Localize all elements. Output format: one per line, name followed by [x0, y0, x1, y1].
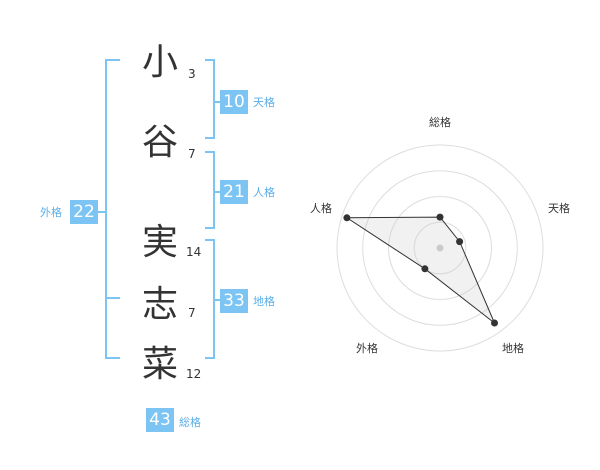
tenkaku-bracket	[205, 59, 215, 139]
radar-axis-label-3: 地格	[502, 342, 524, 355]
radar-point-1	[436, 213, 444, 221]
name-char-1: 小	[141, 42, 178, 83]
radar-center	[436, 244, 444, 252]
soukaku-value: 43	[146, 408, 174, 432]
radar-point-3	[491, 319, 498, 327]
stroke-count-3: 14	[186, 245, 202, 259]
radar-polygon	[345, 216, 495, 324]
jinkaku-label: 人格	[253, 186, 275, 199]
radar-axis-label-1: 総格	[429, 116, 451, 129]
radar-axis-label-4: 外格	[356, 342, 378, 355]
radar-ring	[413, 221, 467, 275]
jinkaku-value: 21	[220, 180, 248, 204]
outer-bracket	[105, 59, 120, 359]
radar-point-2	[456, 238, 464, 246]
stroke-count-5: 12	[186, 367, 202, 381]
stroke-count-2: 7	[188, 147, 196, 161]
name-char-3: 実	[141, 222, 178, 263]
radar-ring	[362, 170, 518, 326]
chikaku-value: 33	[220, 289, 248, 313]
radar-ring	[336, 144, 544, 352]
radar-ring	[388, 196, 492, 300]
jinkaku-bracket	[205, 151, 215, 229]
radar-axis-label-5: 人格	[310, 202, 332, 215]
gaikaku-value: 22	[70, 200, 98, 224]
radar-axis-label-2: 天格	[548, 202, 570, 215]
name-char-4: 志	[141, 284, 178, 325]
name-char-5: 菜	[141, 344, 178, 385]
radar-point-4	[421, 265, 429, 273]
stroke-count-4: 7	[188, 306, 196, 320]
radar-point-5	[343, 214, 351, 222]
chikaku-label: 地格	[253, 295, 275, 308]
tenkaku-value: 10	[220, 90, 248, 114]
soukaku-label: 総格	[179, 416, 201, 429]
name-char-2: 谷	[141, 122, 178, 163]
tenkaku-label: 天格	[253, 96, 275, 109]
stroke-count-1: 3	[188, 67, 196, 81]
gaikaku-label: 外格	[40, 206, 62, 219]
